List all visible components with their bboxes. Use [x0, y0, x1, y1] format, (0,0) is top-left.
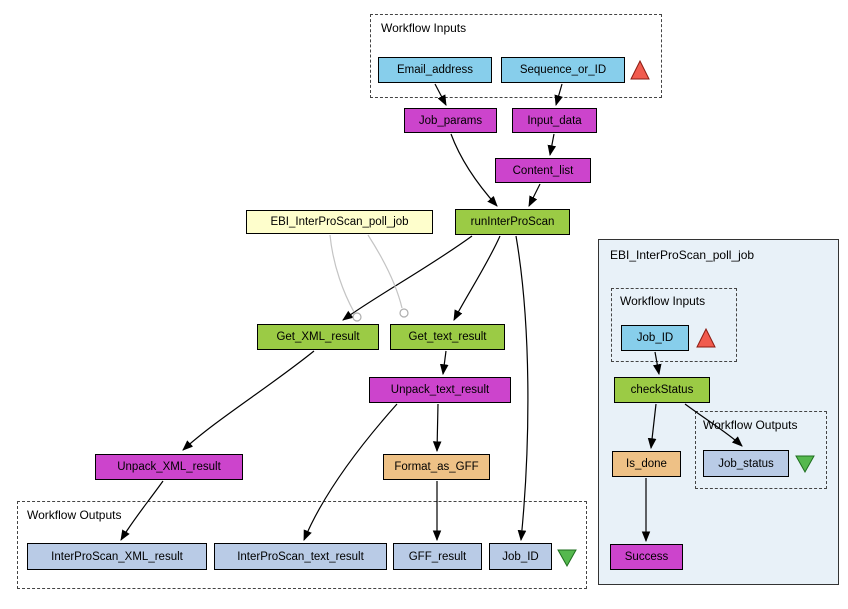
workflow-outputs-label: Workflow Outputs: [27, 508, 122, 522]
node-ebi-interproscan-poll-job[interactable]: EBI_InterProScan_poll_job: [246, 210, 433, 234]
nested-workflow-outputs-label: Workflow Outputs: [703, 418, 798, 432]
node-job-id-input[interactable]: Job_ID: [621, 325, 689, 351]
node-job-id-output[interactable]: Job_ID: [489, 543, 552, 570]
node-get-xml-result[interactable]: Get_XML_result: [257, 324, 379, 350]
nested-workflow-panel-label: EBI_InterProScan_poll_job: [610, 248, 755, 262]
input-port-triangle-icon: [630, 59, 650, 80]
node-gff-result[interactable]: GFF_result: [393, 543, 482, 570]
node-input-data[interactable]: Input_data: [512, 108, 597, 133]
nested-workflow-outputs-group: [695, 411, 827, 489]
node-unpack-xml-result[interactable]: Unpack_XML_result: [95, 454, 243, 480]
nested-output-port-triangle-icon: [795, 455, 815, 474]
node-sequence-or-id[interactable]: Sequence_or_ID: [501, 57, 625, 83]
node-interproscan-xml-result[interactable]: InterProScan_XML_result: [27, 543, 207, 570]
node-check-status[interactable]: checkStatus: [614, 377, 710, 403]
node-is-done[interactable]: Is_done: [612, 451, 681, 477]
output-port-triangle-icon: [557, 549, 577, 568]
nested-workflow-panel: [598, 239, 839, 585]
node-job-status[interactable]: Job_status: [703, 450, 789, 477]
node-content-list[interactable]: Content_list: [495, 158, 591, 183]
node-unpack-text-result[interactable]: Unpack_text_result: [369, 377, 511, 403]
workflow-inputs-label: Workflow Inputs: [381, 21, 467, 35]
workflow-outputs-group: [17, 501, 587, 589]
node-success[interactable]: Success: [610, 544, 683, 570]
node-format-as-gff[interactable]: Format_as_GFF: [383, 454, 490, 480]
node-run-interproscan[interactable]: runInterProScan: [455, 209, 570, 235]
nested-workflow-inputs-label: Workflow Inputs: [620, 294, 706, 308]
workflow-inputs-group: [370, 14, 662, 98]
node-interproscan-text-result[interactable]: InterProScan_text_result: [214, 543, 387, 570]
nested-workflow-inputs-group: [611, 288, 737, 362]
node-job-params[interactable]: Job_params: [404, 108, 497, 133]
node-email-address[interactable]: Email_address: [378, 57, 492, 83]
node-get-text-result[interactable]: Get_text_result: [390, 324, 505, 350]
nested-input-port-triangle-icon: [696, 327, 716, 348]
